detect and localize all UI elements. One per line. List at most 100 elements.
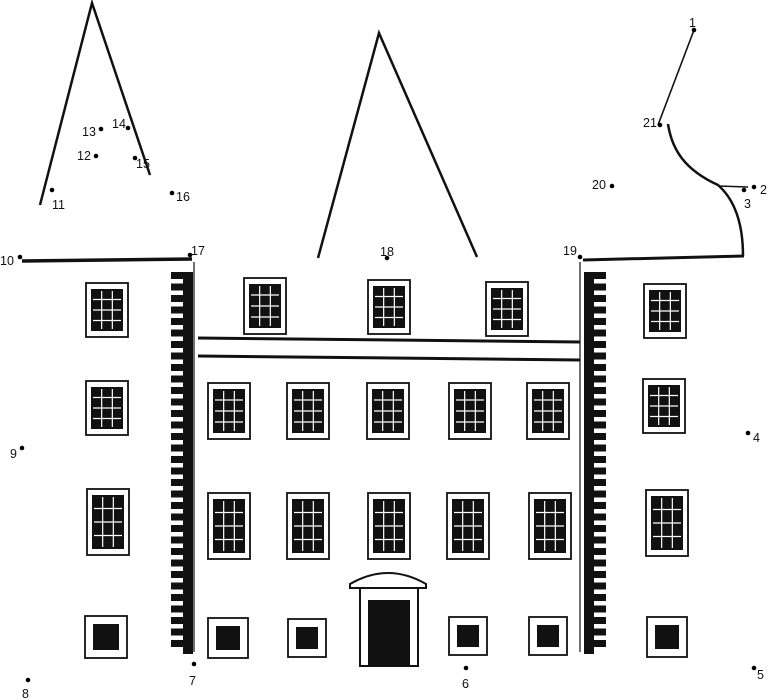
dot-20[interactable]: 20 — [592, 178, 615, 192]
dot-3[interactable]: 3 — [741, 187, 751, 211]
left-eave — [21, 257, 193, 263]
quoin-block — [171, 525, 183, 532]
dot-point[interactable] — [98, 126, 104, 132]
dot-8[interactable]: 8 — [22, 677, 31, 700]
dot-6[interactable]: 6 — [462, 665, 469, 691]
dot-point[interactable] — [19, 445, 25, 451]
dot-21[interactable]: 21 — [643, 116, 663, 130]
dot-point[interactable] — [691, 27, 697, 33]
dot-point[interactable] — [49, 187, 55, 193]
dot-number: 10 — [0, 254, 14, 268]
dot-number: 8 — [22, 687, 29, 700]
dot-number: 7 — [189, 674, 196, 688]
quoin-block — [171, 295, 183, 302]
quoin-block — [171, 571, 183, 578]
dot-point[interactable] — [132, 155, 138, 161]
quoin-block — [171, 387, 183, 394]
dot-18[interactable]: 18 — [380, 245, 394, 261]
dot-14[interactable]: 14 — [112, 117, 131, 131]
quoin-block — [594, 341, 606, 348]
quoin-block — [594, 329, 606, 337]
dot-19[interactable]: 19 — [563, 244, 583, 260]
quoin-block — [171, 283, 183, 291]
dot-number: 14 — [112, 117, 126, 131]
dot-point[interactable] — [191, 661, 197, 667]
dot-point[interactable] — [657, 122, 663, 128]
window — [286, 382, 330, 440]
dot-10[interactable]: 10 — [0, 254, 23, 268]
quoin-block — [171, 421, 183, 429]
dot-point[interactable] — [751, 184, 757, 190]
dot-15[interactable]: 15 — [132, 155, 150, 171]
dot-9[interactable]: 9 — [10, 445, 25, 461]
dot-4[interactable]: 4 — [745, 430, 760, 445]
cornice-top — [197, 336, 581, 344]
quoin-block — [594, 467, 606, 475]
dot-13[interactable]: 13 — [82, 125, 104, 139]
quoin-block — [171, 548, 183, 555]
dot-point[interactable] — [17, 254, 23, 260]
quoin-block — [171, 559, 183, 567]
quoin-block — [171, 306, 183, 314]
quoin-block — [171, 329, 183, 337]
dot-point[interactable] — [745, 430, 751, 436]
dot-point[interactable] — [25, 677, 31, 683]
quoin-block — [594, 640, 606, 647]
dot-point[interactable] — [741, 187, 747, 193]
quoin-block — [171, 341, 183, 348]
window — [85, 282, 129, 338]
window — [207, 492, 251, 560]
dot-11[interactable]: 11 — [49, 187, 65, 212]
window — [526, 382, 570, 440]
window — [243, 277, 287, 335]
dot-2[interactable]: 2 — [751, 183, 767, 197]
dot-number: 15 — [136, 157, 150, 171]
dot-number: 13 — [82, 125, 96, 139]
door-pediment — [349, 572, 427, 589]
dot-point[interactable] — [169, 190, 175, 196]
windows — [84, 277, 689, 659]
dot-point[interactable] — [577, 254, 583, 260]
dot-number: 18 — [380, 245, 394, 259]
outline-lines — [21, 0, 749, 652]
quoin-block — [594, 490, 606, 498]
dot-17[interactable]: 17 — [187, 244, 205, 258]
quoin-block — [594, 421, 606, 429]
window — [448, 382, 492, 440]
dot-16[interactable]: 16 — [169, 190, 190, 204]
dot-7[interactable]: 7 — [189, 661, 197, 688]
dot-point[interactable] — [384, 255, 390, 261]
dot-number: 3 — [744, 197, 751, 211]
dot-point[interactable] — [751, 665, 757, 671]
cornice-bottom — [197, 354, 581, 362]
quoin-block — [171, 536, 183, 544]
center-gable-line — [316, 29, 479, 259]
dot-point[interactable] — [125, 125, 131, 131]
dot-5[interactable]: 5 — [751, 665, 764, 682]
quoin-block — [594, 559, 606, 567]
dot-12[interactable]: 12 — [77, 149, 99, 163]
small-window — [528, 616, 568, 656]
quoin-block — [171, 502, 183, 509]
dot-point[interactable] — [463, 665, 469, 671]
quoin-block — [594, 456, 606, 463]
dot-1[interactable]: 1 — [689, 16, 697, 33]
dot-number: 21 — [643, 116, 657, 130]
quoin-block — [171, 398, 183, 406]
quoin-block — [171, 456, 183, 463]
quoin-spine — [584, 272, 594, 654]
dot-number: 2 — [760, 183, 767, 197]
quoin-block — [594, 283, 606, 291]
window — [643, 283, 687, 339]
dot-number: 20 — [592, 178, 606, 192]
quoin-block — [594, 272, 606, 279]
window — [642, 378, 686, 434]
dot-number: 1 — [689, 16, 696, 30]
dot-point[interactable] — [187, 252, 193, 258]
small-window — [84, 615, 128, 659]
quoin-block — [594, 582, 606, 590]
dot-point[interactable] — [93, 153, 99, 159]
dot-point[interactable] — [609, 183, 615, 189]
quoin-block — [594, 306, 606, 314]
